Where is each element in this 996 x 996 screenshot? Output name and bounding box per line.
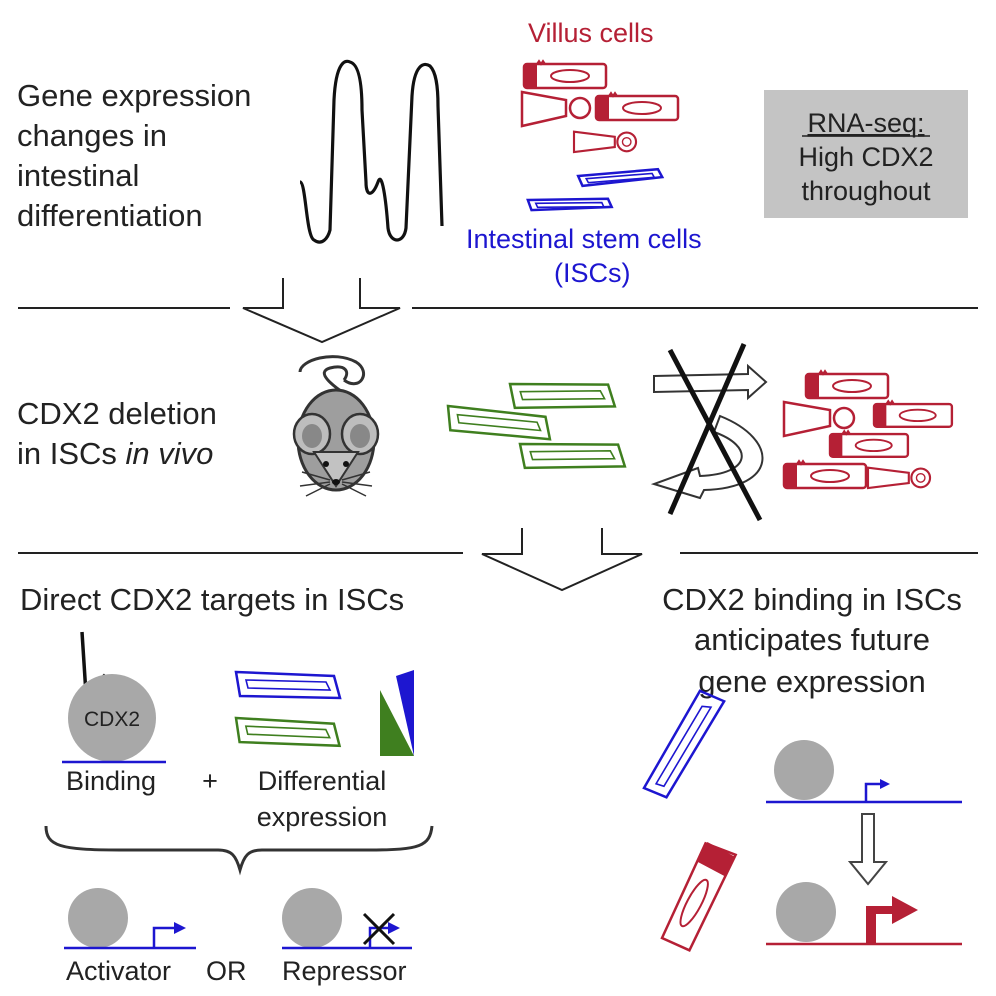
activator-label: Activator (66, 956, 171, 986)
top-heading-line-2: changes in (17, 118, 167, 153)
plus-sign: + (202, 766, 218, 796)
middle-heading-line-2: in ISCs in vivo (17, 436, 213, 471)
mouse-icon (292, 355, 380, 497)
bottom-left-heading: Direct CDX2 targets in ISCs (20, 582, 404, 617)
stem-cell (526, 194, 614, 215)
differential-label-line-2: expression (257, 802, 388, 832)
binding-label: Binding (66, 766, 156, 796)
active-promoter-arrow-icon (866, 896, 918, 944)
or-label: OR (206, 956, 247, 986)
rnaseq-box (764, 90, 968, 218)
activator-circle (68, 888, 128, 948)
villus-cell (828, 429, 910, 458)
top-heading-line-4: differentiation (17, 198, 203, 233)
stem-cell-deleted (234, 716, 342, 748)
stem-cell-deleted (518, 439, 627, 472)
villus-cell (522, 59, 608, 90)
grouping-brace (44, 825, 434, 876)
down-arrow-icon (481, 528, 643, 592)
down-arrow-icon (242, 278, 401, 344)
stem-cells-label-line-2: (ISCs) (554, 258, 631, 288)
expression-wedge-icon (396, 670, 414, 756)
goblet-cell (520, 90, 568, 128)
bound-cdx2-circle (776, 882, 836, 942)
middle-heading-line-2-italic: in vivo (126, 436, 214, 471)
rnaseq-title: RNA-seq: (807, 108, 924, 138)
villus-cells-label: Villus cells (528, 18, 654, 48)
repressor-circle (282, 888, 342, 948)
goblet-cell (782, 400, 832, 438)
villus-cell (872, 399, 954, 428)
repressor-label: Repressor (282, 956, 407, 986)
villus-cell (782, 459, 868, 490)
differential-label-line-1: Differential (258, 766, 387, 796)
top-heading-line-1: Gene expression (17, 78, 251, 113)
promoter-arrow-icon (864, 782, 882, 802)
villus-cell (660, 841, 738, 952)
cdx2-circle-label: CDX2 (84, 708, 140, 731)
promoter-arrowhead (880, 779, 890, 789)
middle-heading-line-1: CDX2 deletion (17, 396, 217, 431)
goblet-cell (866, 466, 932, 490)
villus-cell (594, 91, 680, 122)
stem-cell-deleted (444, 404, 553, 441)
cdx2-circle (68, 674, 156, 762)
expression-wedge-icon (380, 690, 414, 756)
promoter-arrowhead (174, 922, 186, 934)
villus-cell (804, 369, 890, 400)
stem-cell-deleted (508, 379, 617, 412)
down-arrow-icon (847, 813, 889, 886)
rnaseq-line-2: throughout (801, 176, 931, 206)
goblet-cell (572, 130, 638, 154)
stem-cell (234, 670, 342, 700)
stem-cells-label-line-1: Intestinal stem cells (466, 224, 702, 254)
bound-cdx2-circle (774, 740, 834, 800)
bottom-right-heading-line-1: CDX2 binding in ISCs (662, 582, 962, 617)
bottom-right-heading-line-3: gene expression (698, 664, 926, 699)
bottom-right-heading-line-2: anticipates future (694, 622, 930, 657)
stem-cell (576, 167, 664, 188)
stem-cell (642, 689, 726, 799)
repression-x-icon (362, 912, 396, 946)
promoter-arrowhead (388, 922, 400, 934)
blocked-differentiation-icon (650, 343, 768, 522)
promoter-arrow-icon (368, 926, 390, 948)
rnaseq-line-1: High CDX2 (798, 142, 933, 172)
goblet-cell-nucleus (568, 96, 592, 120)
promoter-arrow-icon (152, 926, 176, 948)
crypt-villus-outline (298, 59, 444, 244)
goblet-cell-nucleus (832, 406, 856, 430)
top-heading-line-3: intestinal (17, 158, 139, 193)
middle-heading-line-2-prefix: in ISCs (17, 436, 126, 471)
